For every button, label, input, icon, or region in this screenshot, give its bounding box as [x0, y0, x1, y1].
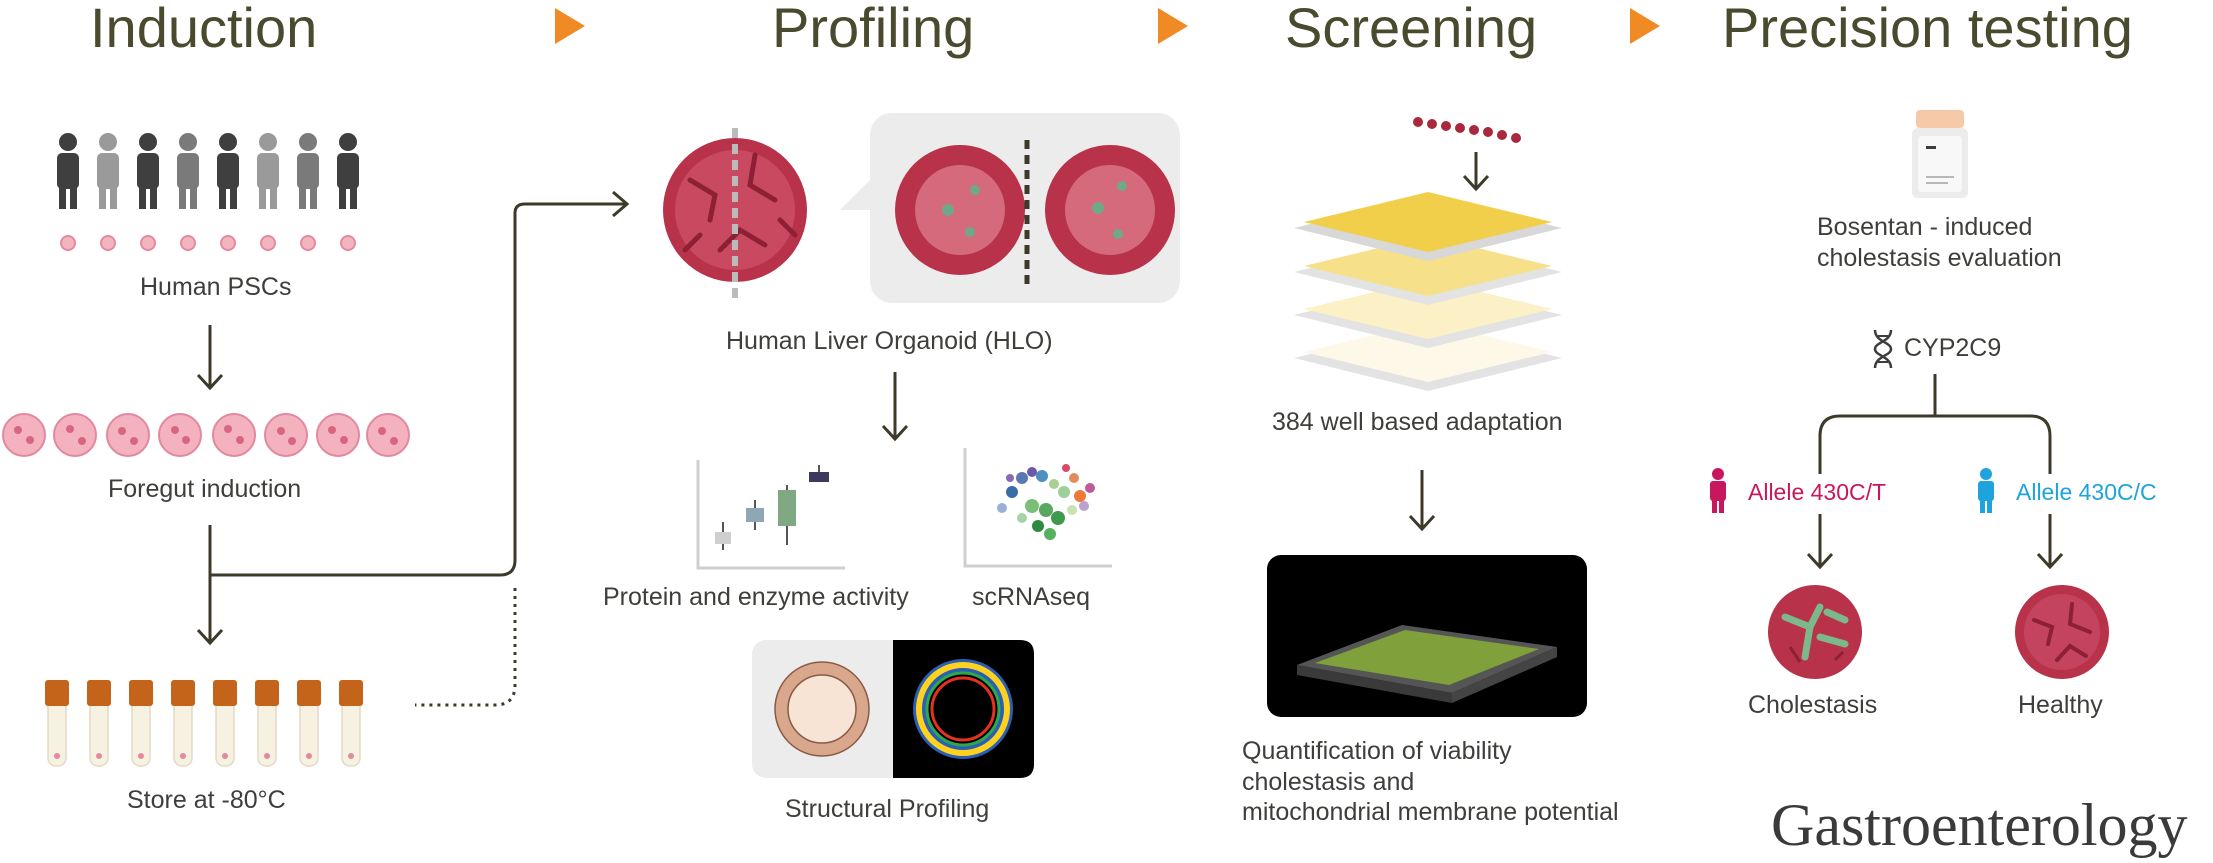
structural-graphic — [752, 640, 1034, 778]
dna-icon — [1873, 329, 1893, 369]
label-cholestasis: Cholestasis — [1748, 691, 1878, 719]
scrnaseq-graphic — [963, 448, 1112, 568]
cholestasis-organoid — [1768, 585, 1862, 679]
label-gene: CYP2C9 — [1904, 334, 2002, 362]
down-arrow-hlo — [881, 372, 909, 442]
bosentan-line-2: cholestasis evaluation — [1817, 243, 2062, 272]
connector-to-profiling — [196, 190, 630, 707]
genotype-tree — [1806, 374, 2064, 570]
label-adaptation: 384 well based adaptation — [1272, 408, 1563, 436]
person-icon-allele-t — [1710, 468, 1726, 513]
person-icons — [57, 133, 359, 209]
foregut-spheroids — [2, 413, 410, 457]
quant-line-2: cholestasis and — [1242, 767, 1415, 796]
label-hlo: Human Liver Organoid (HLO) — [726, 327, 1053, 355]
stage-arrow-1 — [555, 8, 585, 44]
people-row — [57, 133, 359, 251]
label-foregut: Foregut induction — [108, 475, 302, 503]
label-scrnaseq: scRNAseq — [972, 583, 1091, 611]
quantification-text: Quantification of viability cholestasis … — [1242, 736, 1619, 828]
healthy-organoid — [2015, 585, 2109, 679]
down-arrow-1 — [196, 325, 224, 391]
stage-title-precision: Precision testing — [1722, 0, 2133, 59]
stage-title-screening: Screening — [1285, 0, 1538, 59]
person-icon-allele-c — [1978, 468, 1994, 513]
hlo-organoid-graphic — [663, 113, 1180, 303]
organoid-section-left — [895, 145, 1025, 275]
organoid-section-right — [1045, 145, 1175, 275]
psc-cells — [60, 235, 356, 251]
quant-line-1: Quantification of viability — [1242, 737, 1512, 765]
quant-line-3: mitochondrial membrane potential — [1242, 798, 1619, 826]
label-allele-t: Allele 430C/T — [1748, 479, 1887, 505]
stage-title-profiling: Profiling — [772, 0, 975, 59]
stage-title-induction: Induction — [90, 0, 318, 59]
stage-arrow-2 — [1158, 8, 1188, 44]
boxplot-graphic — [696, 460, 845, 570]
stage-arrow-3 — [1630, 8, 1660, 44]
label-healthy: Healthy — [2018, 691, 2103, 719]
drug-vial-icon — [1912, 110, 1968, 198]
well-plates-graphic — [1294, 117, 1562, 391]
label-store: Store at -80°C — [127, 786, 286, 814]
bosentan-line-1: Bosentan - induced — [1817, 213, 2033, 241]
label-structural: Structural Profiling — [785, 795, 990, 823]
label-allele-c: Allele 430C/C — [2016, 479, 2157, 505]
imaging-plate-graphic — [1267, 555, 1587, 717]
label-protein: Protein and enzyme activity — [603, 583, 909, 611]
journal-logo: Gastroenterology — [1771, 792, 2188, 858]
down-arrow-screening — [1408, 470, 1436, 532]
label-human-pscs: Human PSCs — [140, 273, 292, 301]
cryo-tubes — [45, 680, 363, 767]
bosentan-text: Bosentan - induced cholestasis evaluatio… — [1817, 212, 2062, 273]
